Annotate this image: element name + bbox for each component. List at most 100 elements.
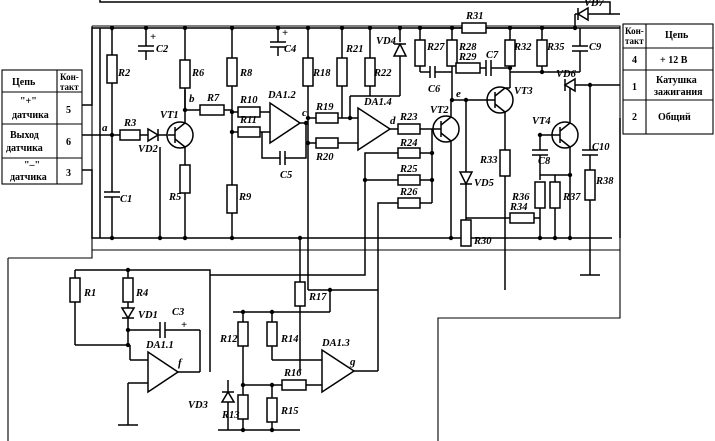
label-vt4: VT4 xyxy=(532,116,551,127)
node-d: d xyxy=(390,115,396,127)
label-r28: R28 xyxy=(458,42,477,53)
resistor-r38 xyxy=(584,169,596,201)
label-c3: C3 xyxy=(172,307,184,318)
label-vd6: VD6 xyxy=(556,69,577,80)
label-r1: R1 xyxy=(83,288,96,299)
label-r10: R10 xyxy=(239,95,258,106)
resistor-r23 xyxy=(397,123,421,135)
label-vt3: VT3 xyxy=(514,86,533,97)
label-da11: DA1.1 xyxy=(145,340,174,351)
label-r26: R26 xyxy=(399,187,418,198)
svg-text:+: + xyxy=(150,32,156,43)
resistor-r33 xyxy=(499,149,511,177)
lower-outline xyxy=(7,250,621,441)
table-row-contact-coil: 1 xyxy=(632,82,637,93)
label-r29: R29 xyxy=(458,52,477,63)
label-c8: C8 xyxy=(538,156,551,167)
resistor-r4 xyxy=(122,277,134,303)
table-header-circuit: Цепь xyxy=(12,77,36,88)
label-r32: R32 xyxy=(513,42,532,53)
table-row-contact-12v: 4 xyxy=(632,55,637,66)
label-c1: C1 xyxy=(120,194,132,205)
da13-stage: R17 R12 R14 VD3 R13 R16 R15 DA1. xyxy=(188,238,379,431)
label-r21: R21 xyxy=(345,44,364,55)
label-da12: DA1.2 xyxy=(267,90,296,101)
diode-vd3 xyxy=(220,390,236,403)
table-header-circuit: Цепь xyxy=(665,30,689,41)
table-row-circuit-plus: "+"датчика xyxy=(12,96,49,121)
label-r18: R18 xyxy=(312,68,331,79)
diode-vd7 xyxy=(576,6,589,22)
label-vd2: VD2 xyxy=(138,144,159,155)
label-r38: R38 xyxy=(595,176,614,187)
table-row-circuit-minus: "–"датчика xyxy=(10,160,47,183)
table-row-contact-common: 2 xyxy=(632,112,637,123)
resistor-r18 xyxy=(302,57,314,87)
resistor-r17 xyxy=(294,281,306,307)
label-r2: R2 xyxy=(117,68,131,79)
opamp-da13 xyxy=(321,348,356,394)
transistor-vt1 xyxy=(166,121,194,149)
label-c7: C7 xyxy=(486,50,499,61)
label-r37: R37 xyxy=(562,192,581,203)
node-e: e xyxy=(456,88,461,100)
resistor-r30 xyxy=(460,219,472,247)
label-c9: C9 xyxy=(589,42,602,53)
label-c10: C10 xyxy=(592,142,610,153)
resistor-r20 xyxy=(315,137,339,149)
label-vd3: VD3 xyxy=(188,400,208,411)
diode-vd1 xyxy=(120,307,136,320)
label-vd5: VD5 xyxy=(474,178,494,189)
table-header-contact: Кон-такт xyxy=(625,26,644,46)
table-row-contact-minus: 3 xyxy=(66,168,71,179)
label-r14: R14 xyxy=(280,334,299,345)
label-r35: R35 xyxy=(546,42,565,53)
resistor-r3 xyxy=(119,129,141,141)
label-r9: R9 xyxy=(238,192,252,203)
opamp-da12 xyxy=(269,101,302,145)
node-b: b xyxy=(189,93,195,105)
da11-stage: R1 R4 VD1 C3 + DA1.1 f xyxy=(69,269,211,426)
output-stage: R31 VD7 R27 R28 C6 e R29 C7 xyxy=(414,0,621,290)
label-r7: R7 xyxy=(206,93,220,104)
svg-text:+: + xyxy=(282,28,288,39)
label-c4: C4 xyxy=(284,44,296,55)
label-c5: C5 xyxy=(280,170,292,181)
resistor-r2 xyxy=(106,54,118,84)
label-r13: R13 xyxy=(221,410,240,421)
label-r31: R31 xyxy=(465,11,484,22)
diode-vd2 xyxy=(147,127,160,143)
opamp-da14 xyxy=(357,106,392,152)
label-r30: R30 xyxy=(473,236,492,247)
table-row-contact-plus: 5 xyxy=(66,105,71,116)
resistor-r16 xyxy=(281,379,307,391)
resistor-r31 xyxy=(461,22,487,34)
resistor-r25 xyxy=(397,174,421,186)
label-r27: R27 xyxy=(426,42,445,53)
resistor-r12 xyxy=(237,321,249,347)
label-r24: R24 xyxy=(399,138,418,149)
diode-vd5 xyxy=(458,171,474,186)
node-g: g xyxy=(349,356,356,368)
resistor-r7 xyxy=(199,104,225,116)
resistor-r28 xyxy=(446,39,458,67)
label-r25: R25 xyxy=(399,164,418,175)
label-vd7: VD7 xyxy=(584,0,605,9)
label-da13: DA1.3 xyxy=(321,338,350,349)
label-r20: R20 xyxy=(315,152,334,163)
resistor-r36 xyxy=(534,181,546,209)
label-r33: R33 xyxy=(479,155,498,166)
label-r8: R8 xyxy=(239,68,253,79)
resistor-r35 xyxy=(536,39,548,67)
table-row-contact-output: 6 xyxy=(66,137,71,148)
label-r36: R36 xyxy=(511,192,530,203)
label-vt2: VT2 xyxy=(430,105,449,116)
label-r4: R4 xyxy=(135,288,148,299)
label-r5: R5 xyxy=(168,192,181,203)
resistor-r27 xyxy=(414,39,426,67)
label-vd1: VD1 xyxy=(138,310,158,321)
resistor-r1 xyxy=(69,277,81,303)
